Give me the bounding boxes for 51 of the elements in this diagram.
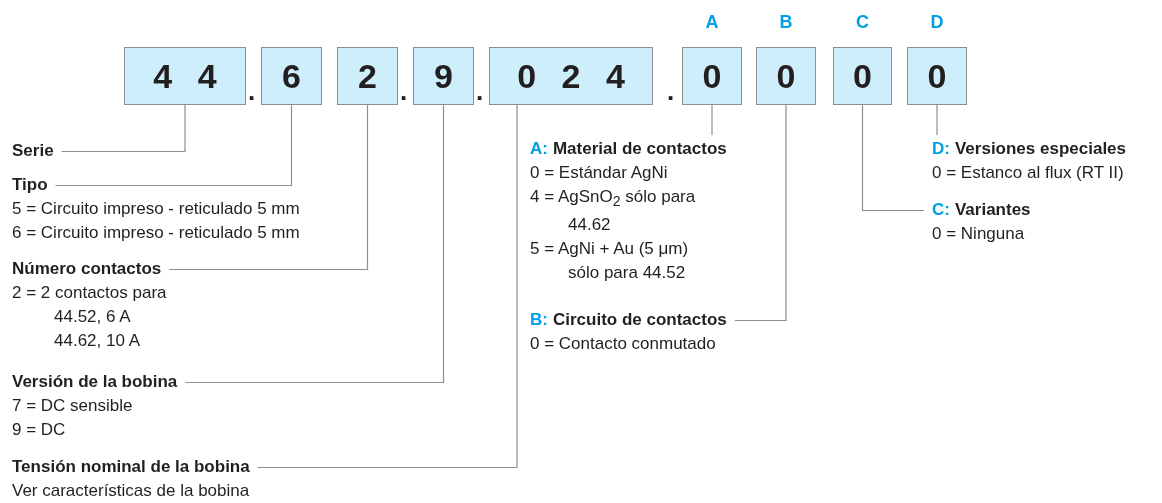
code-digit-box: 0 2 4 (489, 47, 653, 105)
leader-line (168, 104, 369, 271)
heading: Serie (12, 141, 54, 160)
code-digit-box: 0 (682, 47, 742, 105)
leader-line (711, 104, 713, 136)
option-text: 0 = Estanco al flux (RT II) (932, 162, 1125, 184)
letter-prefix: A: (530, 139, 548, 158)
heading: Versiones especiales (954, 139, 1126, 158)
option-text: 7 = DC sensible (12, 395, 134, 417)
letter-prefix: C: (932, 200, 950, 219)
leader-line (55, 104, 293, 187)
position-letter: C (856, 12, 869, 33)
code-digit-box: 0 (833, 47, 892, 105)
separator-dot: . (476, 78, 484, 104)
heading: Material de contactos (552, 139, 727, 158)
option-text: 5 = AgNi + Au (5 μm) sólo para 44.52 (530, 238, 690, 285)
heading: Tipo (12, 175, 48, 194)
code-digit-box: 2 (337, 47, 398, 105)
separator-dot: . (248, 78, 256, 104)
option-text: 9 = DC (12, 419, 67, 441)
separator-dot: . (667, 78, 675, 104)
position-letter: A (705, 12, 719, 33)
heading: Circuito de contactos (552, 310, 727, 329)
leader-line (734, 104, 787, 322)
code-digit-box: 6 (261, 47, 322, 105)
code-digit-box: 0 (756, 47, 816, 105)
option-text: 5 = Circuito impreso - reticulado 5 mm (12, 198, 300, 220)
heading: Variantes (954, 200, 1031, 219)
code-digit-box: 9 (413, 47, 474, 105)
leader-line (184, 104, 445, 384)
heading: Versión de la bobina (12, 372, 178, 391)
letter-prefix: B: (530, 310, 548, 329)
option-text: 0 = Contacto conmutado (530, 333, 717, 355)
option-text: 2 = 2 contactos para 44.52, 6 A 44.62, 10 A (12, 282, 168, 352)
separator-dot: . (400, 78, 408, 104)
option-text: 0 = Ninguna (932, 223, 1026, 245)
code-digit-box: 4 4 (124, 47, 246, 105)
option-text: 4 = AgSnO$_{2}$ sólo para 44.62 (530, 186, 697, 237)
position-letter: D (930, 12, 944, 33)
leader-line (861, 104, 925, 212)
leader-line (936, 104, 938, 136)
heading: Número contactos (12, 259, 162, 278)
heading: Tensión nominal de la bobina (12, 457, 250, 476)
letter-prefix: D: (932, 139, 950, 158)
code-digit-box: 0 (907, 47, 967, 105)
option-text: Ver características de la bobina (12, 480, 250, 502)
option-text: 6 = Circuito impreso - reticulado 5 mm (12, 222, 300, 244)
option-text: 0 = Estándar AgNi (530, 162, 669, 184)
leader-line (61, 104, 186, 153)
leader-line (257, 104, 518, 469)
position-letter: B (779, 12, 793, 33)
